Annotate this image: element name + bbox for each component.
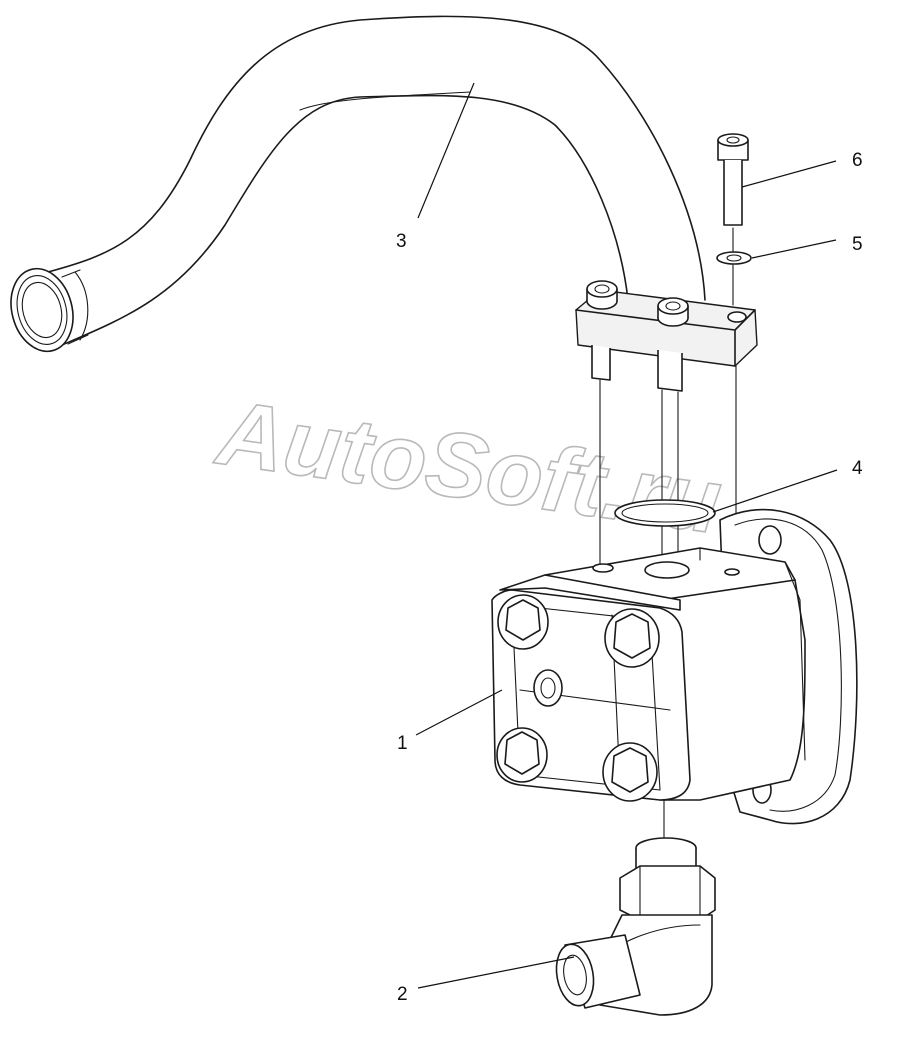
callout-5: 5 [751,234,863,259]
pipe-flange [575,280,758,579]
part-1-pump [491,508,858,851]
part-4-o-ring [614,499,716,527]
pump-bolt-bottom-left [496,727,548,783]
callout-2-label: 2 [397,984,408,1005]
pump-bolt-bottom-right [602,742,658,802]
callout-5-label: 5 [852,234,863,255]
part-2-elbow-fitting [555,837,716,1016]
watermark: AutoSoft.ru [209,381,728,554]
watermark-text: AutoSoft.ru [210,381,727,553]
callout-6-label: 6 [852,150,863,171]
pump-bolt-top-right [604,608,660,668]
callout-3-label: 3 [396,231,407,252]
callout-1-label: 1 [397,733,408,754]
callout-3: 3 [396,82,475,252]
callout-6: 6 [741,150,863,188]
callout-4: 4 [712,458,863,513]
part-5-washer [716,251,752,265]
callout-2: 2 [397,956,575,1005]
flange-bolt-left [586,280,618,310]
part-3-pipe [10,15,706,353]
callout-1: 1 [397,689,503,754]
flange-bolt-right [657,297,689,327]
part-6-screw [717,133,749,306]
callout-4-label: 4 [852,458,863,479]
pump-bolt-top-left [497,594,549,650]
